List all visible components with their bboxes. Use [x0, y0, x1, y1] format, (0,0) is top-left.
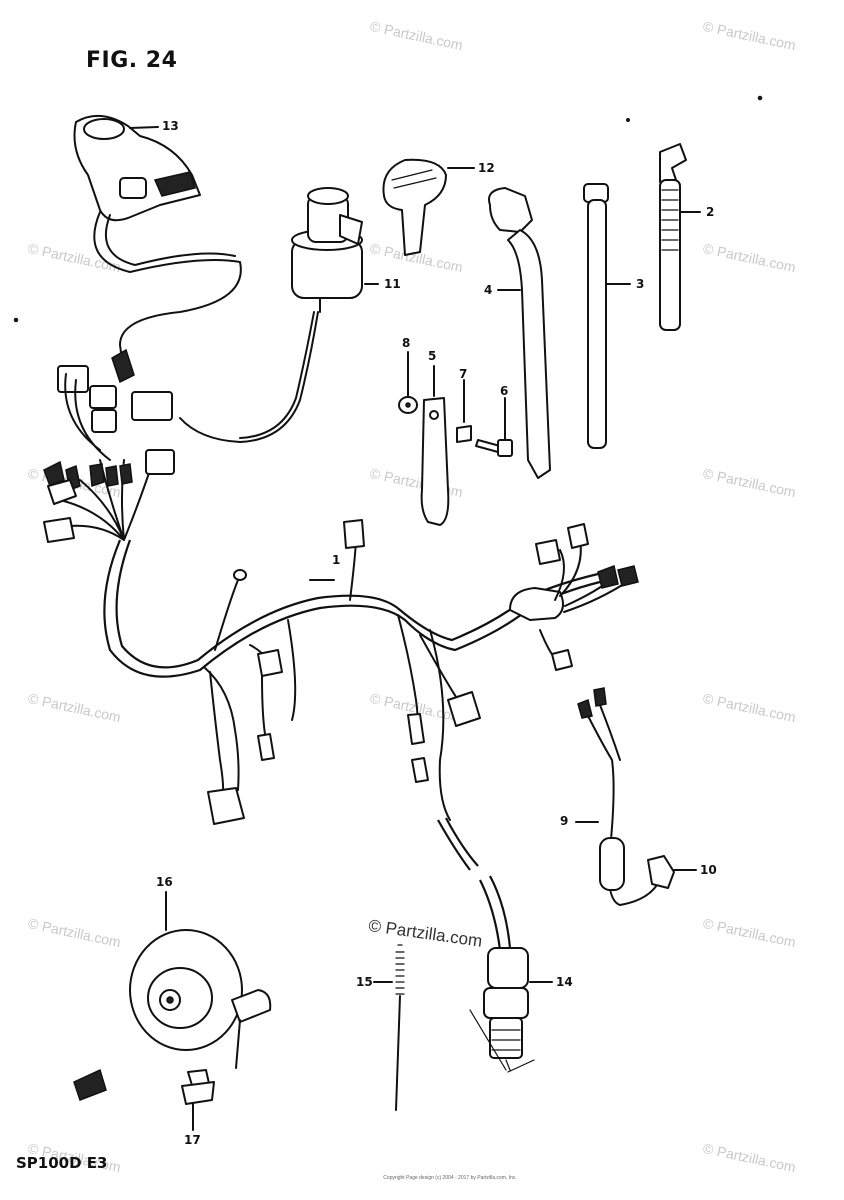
callout-9[interactable]: 9	[560, 814, 569, 828]
part-10-terminal	[647, 855, 697, 889]
part-1-wiring-harness	[43, 365, 639, 951]
callout-1[interactable]: 1	[332, 553, 341, 567]
model-label: SP100D E3	[16, 1154, 108, 1172]
part-13-handlebar-switch	[73, 115, 201, 222]
part-12-key	[382, 158, 475, 256]
callout-8[interactable]: 8	[402, 336, 411, 350]
part-2-cable-tie	[659, 143, 701, 331]
copyright-notice: Copyright Page design (c) 2004 - 2017 by…	[383, 1175, 517, 1181]
callout-16[interactable]: 16	[156, 875, 173, 889]
callout-2[interactable]: 2	[706, 205, 715, 219]
callout-12[interactable]: 12	[478, 161, 495, 175]
part-5-bracket	[420, 365, 450, 526]
part-17-bolt	[181, 1069, 215, 1131]
callout-5[interactable]: 5	[428, 349, 437, 363]
part-4-clamp-band	[488, 187, 551, 479]
callout-7[interactable]: 7	[459, 367, 468, 381]
connector	[131, 391, 173, 421]
part-11-ignition-switch	[291, 187, 379, 313]
callout-13[interactable]: 13	[162, 119, 179, 133]
callout-3[interactable]: 3	[636, 277, 645, 291]
front-arrow-icon	[73, 1068, 107, 1101]
figure-title: FIG. 24	[86, 48, 178, 73]
callout-17[interactable]: 17	[184, 1133, 201, 1147]
part-3-band	[583, 183, 631, 449]
part-7-nut	[456, 379, 472, 443]
part-15-spring	[373, 944, 405, 1111]
callout-11[interactable]: 11	[384, 277, 401, 291]
part-6-bolt	[475, 397, 513, 457]
callout-4[interactable]: 4	[484, 283, 493, 297]
callout-14[interactable]: 14	[556, 975, 573, 989]
part-14-neutral-switch	[469, 947, 553, 1073]
callout-6[interactable]: 6	[500, 384, 509, 398]
part-9-resistor-lead	[575, 687, 661, 906]
part-16-horn	[129, 891, 272, 1069]
callout-10[interactable]: 10	[700, 863, 717, 877]
part-8-washer	[398, 351, 418, 414]
callout-15[interactable]: 15	[356, 975, 373, 989]
